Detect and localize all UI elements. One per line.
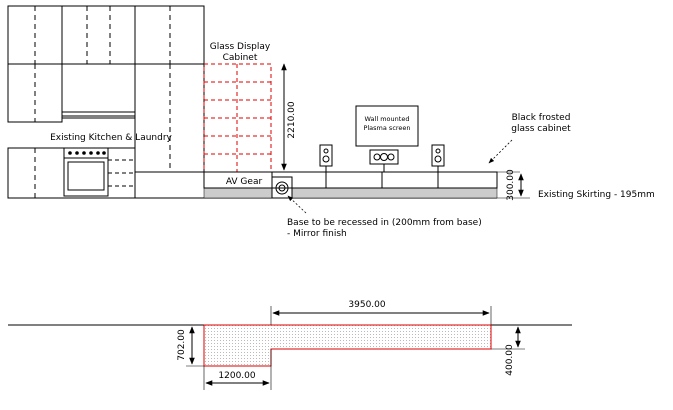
glass-display-cabinet — [203, 63, 272, 173]
low-credenza — [271, 171, 498, 189]
oven-knobs — [68, 151, 106, 155]
plinth-left — [203, 187, 273, 199]
black-frosted-leader — [488, 139, 513, 164]
plan-cabinet-footprint — [203, 324, 492, 367]
plasma-label-line2: Plasma screen — [363, 124, 410, 132]
dimension-1200-label: 1200.00 — [218, 371, 255, 381]
dimension-3950-label: 3950.00 — [348, 300, 385, 310]
plasma-screen — [355, 105, 419, 147]
dimension-400-label: 400.00 — [505, 344, 515, 376]
dimension-300-label: 300.00 — [506, 169, 516, 201]
plinth-right — [291, 187, 498, 199]
black-frosted-label-line1: Black frosted — [512, 113, 571, 123]
existing-kitchen-label: Existing Kitchen & Laundry — [50, 133, 172, 143]
glass-display-label-line1: Glass Display — [210, 42, 271, 52]
kitchen-cabinetry — [7, 5, 205, 199]
left-speaker — [319, 144, 333, 167]
dimension-702-label: 702.00 — [177, 329, 187, 361]
dimension-2210-label: 2210.00 — [287, 101, 297, 138]
base-recessed-label-line2: - Mirror finish — [287, 229, 347, 239]
av-gear-label: AV Gear — [226, 177, 263, 187]
glass-display-label-line2: Cabinet — [223, 53, 258, 63]
right-speaker — [431, 144, 445, 167]
existing-skirting-label: Existing Skirting - 195mm — [538, 190, 655, 200]
base-recessed-label-line1: Base to be recessed in (200mm from base) — [287, 218, 482, 228]
black-frosted-label-line2: glass cabinet — [511, 124, 571, 134]
plasma-label-line1: Wall mounted — [365, 115, 410, 123]
base-recessed-leader — [287, 195, 307, 214]
